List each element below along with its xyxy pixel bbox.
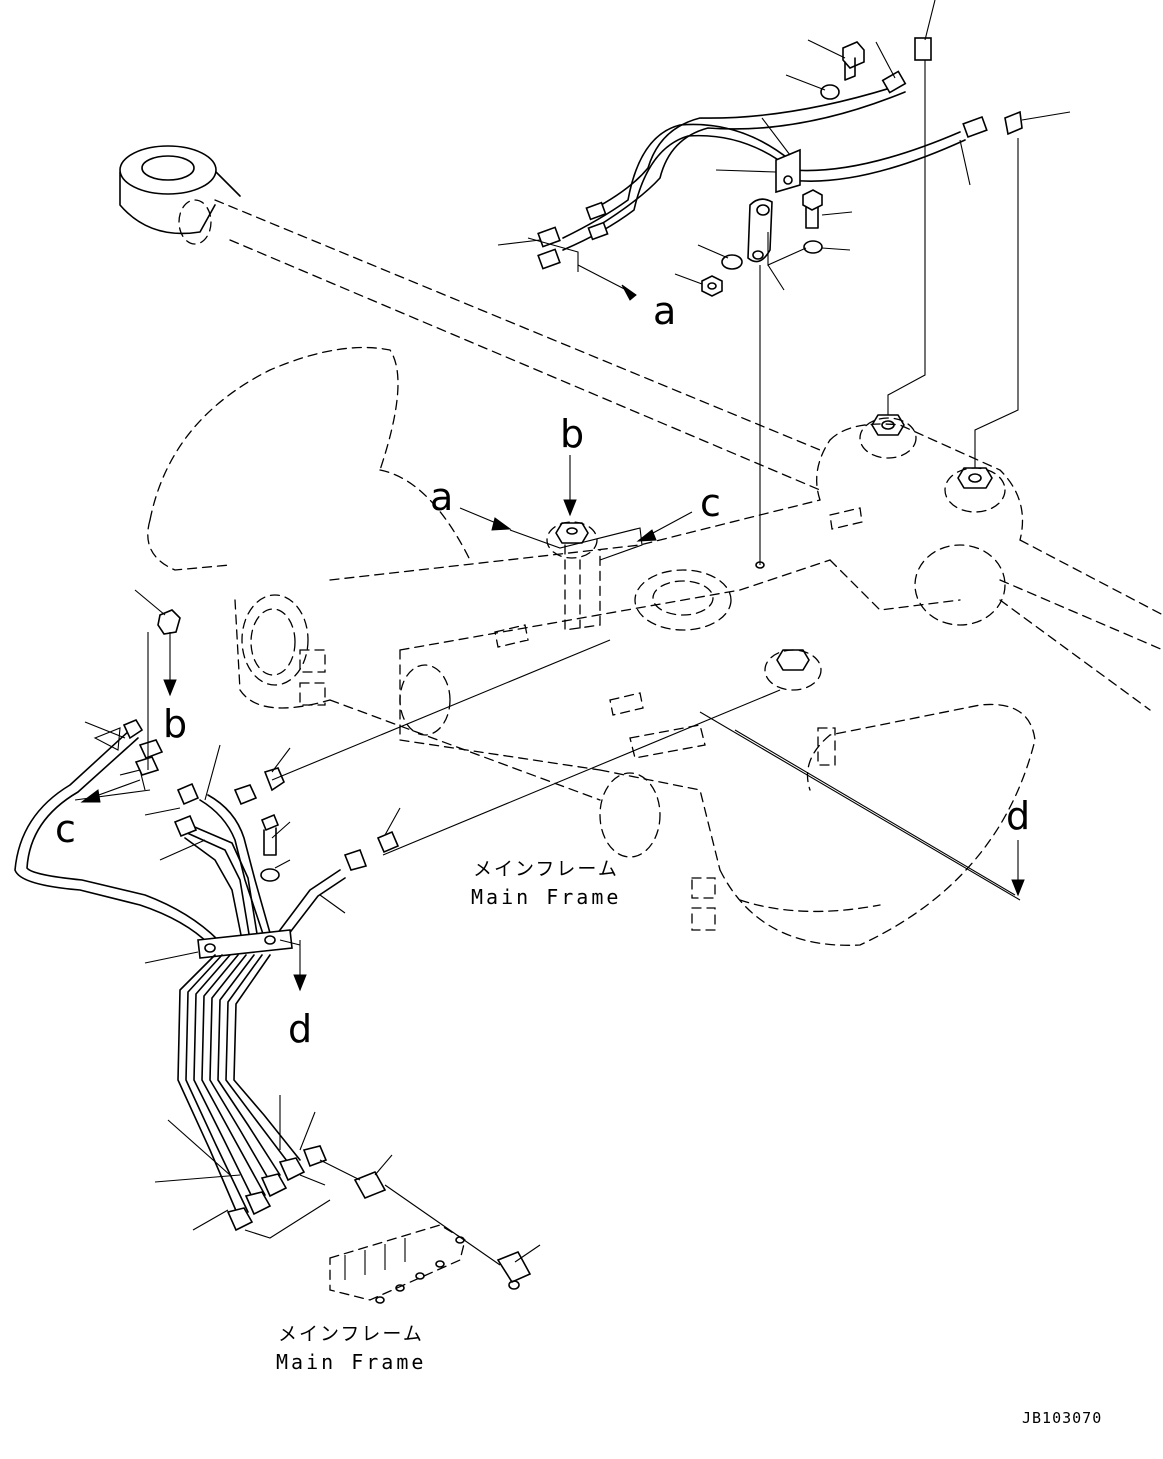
callout-d-right: d: [1006, 794, 1031, 838]
main-frame-label-jp-2: メインフレーム: [278, 1323, 424, 1345]
main-frame-label-en-2: Main Frame: [276, 1350, 427, 1374]
callout-b-left: b: [163, 702, 188, 746]
callout-a-mid: a: [430, 475, 454, 519]
callout-c-left: c: [55, 807, 76, 851]
left-pipe-bundle: [14, 729, 532, 1304]
main-frame-outline: [147, 346, 1163, 946]
drawing-code: JB103070: [1022, 1409, 1103, 1427]
callout-b-mid: b: [560, 412, 585, 456]
callout-arrows-mid: [459, 455, 1025, 901]
leader-lines-top: [497, 0, 1071, 565]
callout-a-top: a: [653, 289, 677, 333]
callout-d-left: d: [288, 1007, 313, 1051]
top-hose-assembly: [527, 37, 1023, 297]
main-frame-label-jp-1: メインフレーム: [473, 858, 619, 880]
leader-lines-left: [74, 589, 781, 1266]
tie-rod-arm: [119, 145, 821, 491]
frame-mount-bolts: [555, 414, 993, 671]
main-frame-label-en-1: Main Frame: [471, 885, 622, 909]
callout-c-mid: c: [700, 481, 721, 525]
left-top-fittings: [93, 609, 400, 882]
